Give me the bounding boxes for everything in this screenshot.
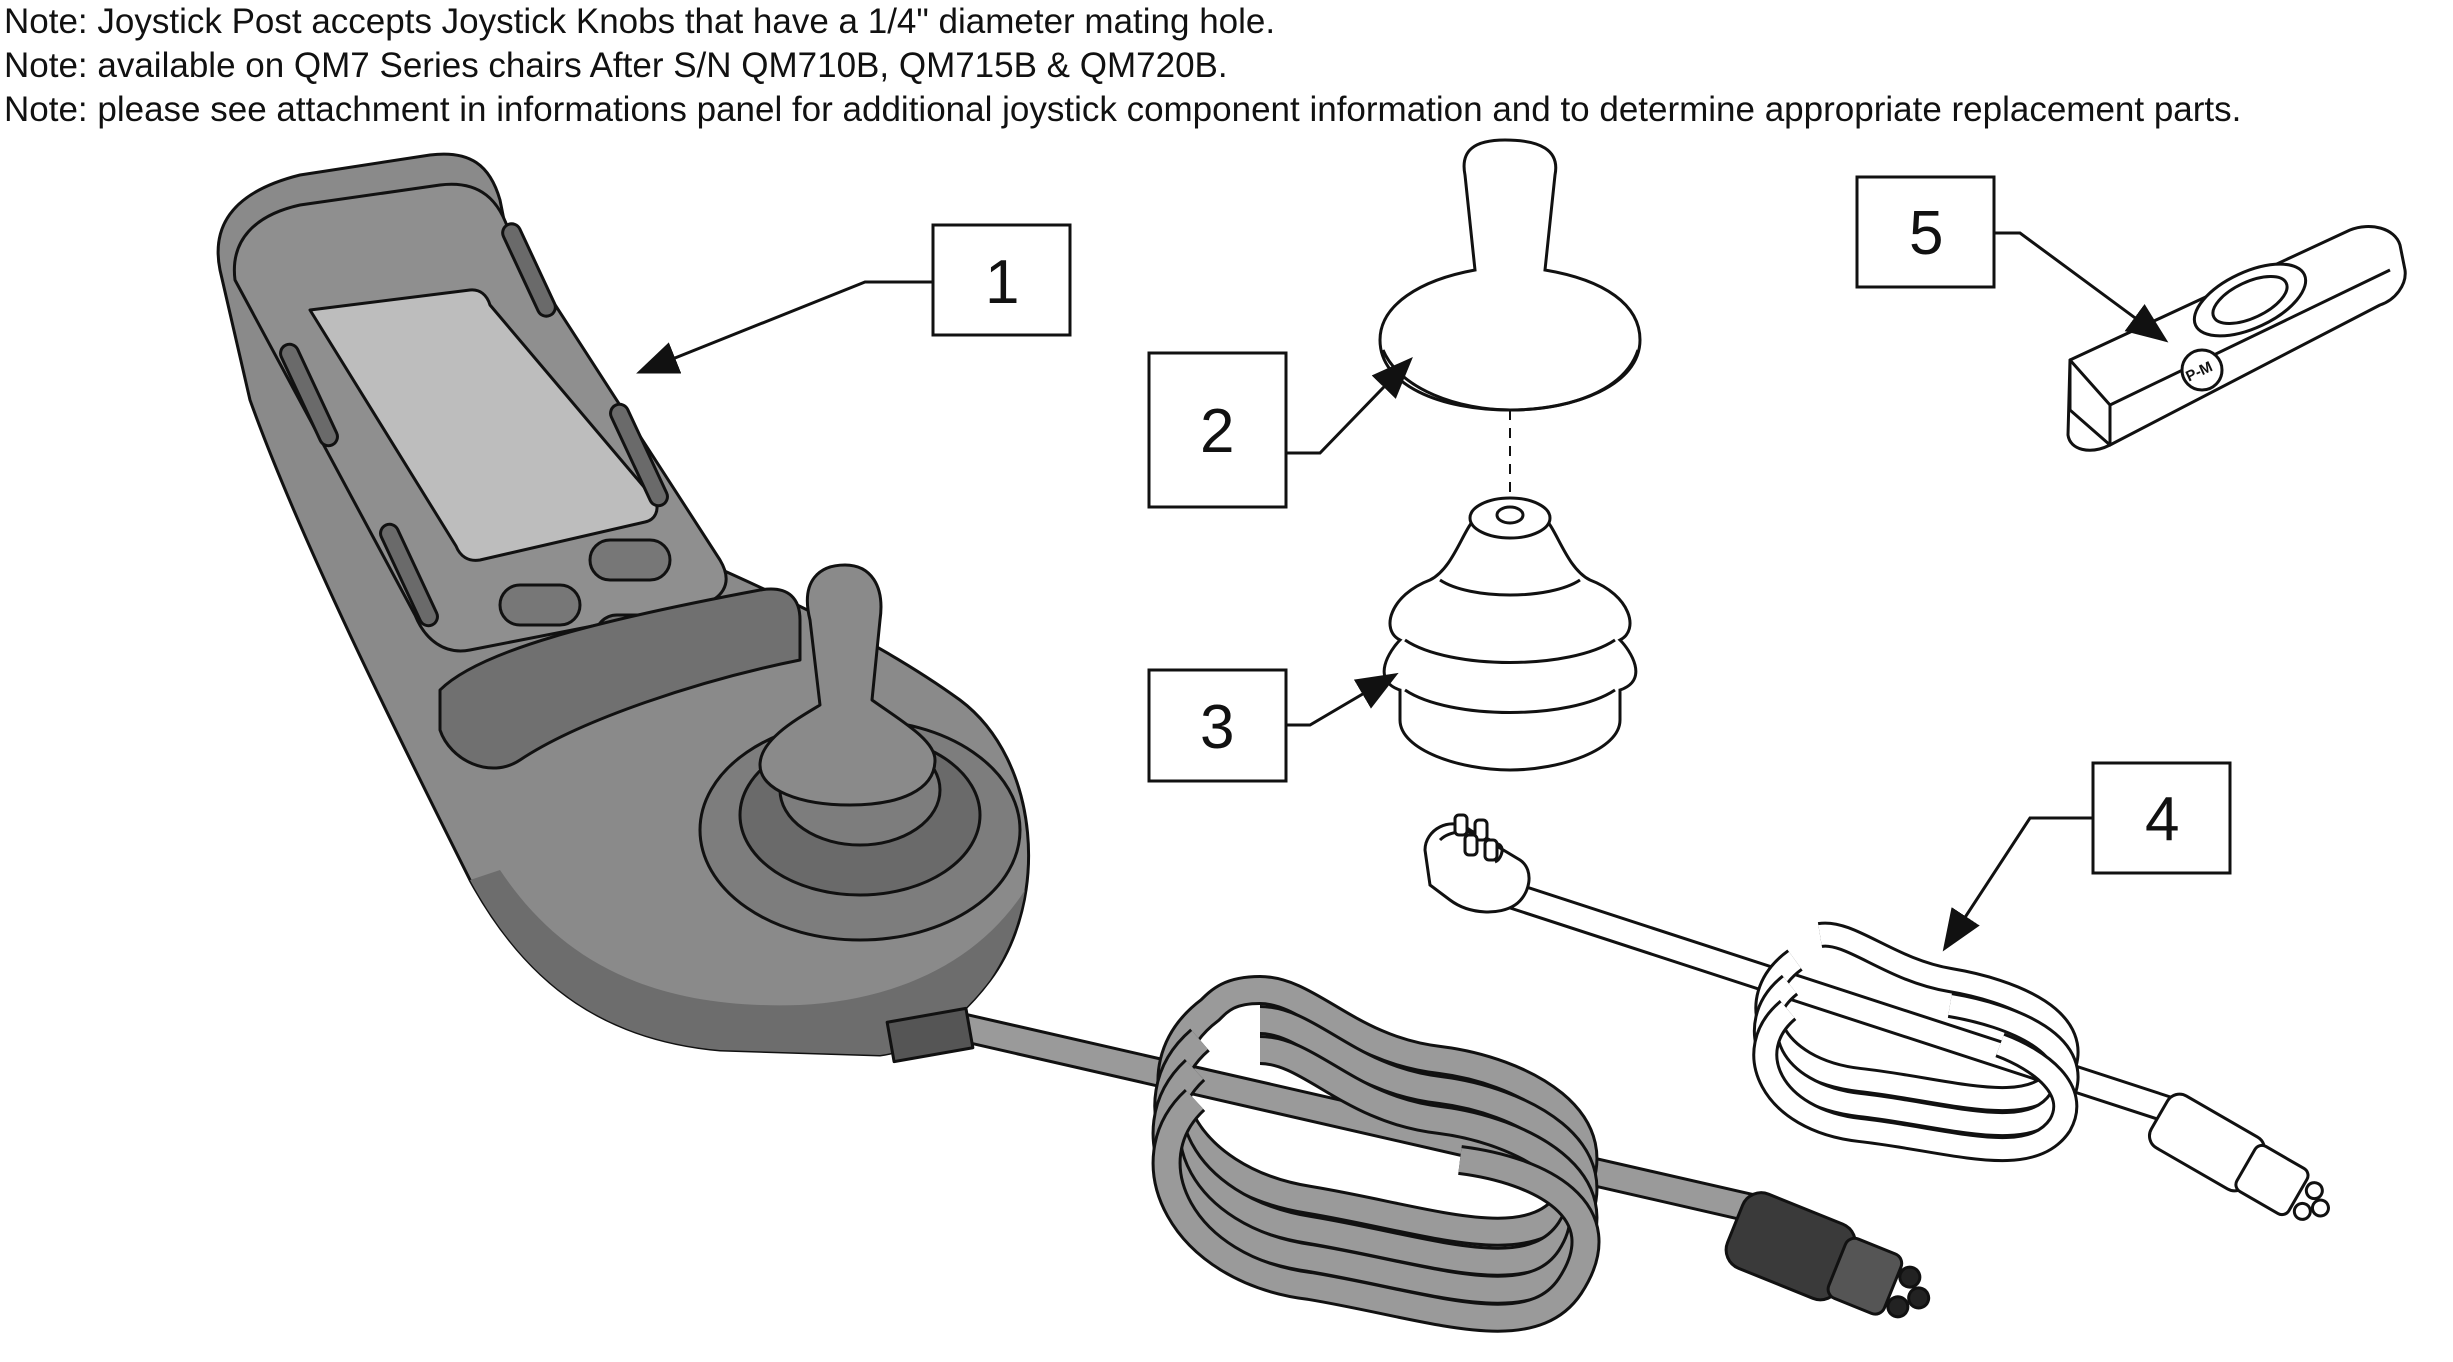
- callout-3: 3: [1147, 668, 1399, 783]
- extension-cable-right-angle-plug: [1423, 813, 1531, 914]
- callout-4-label: 4: [2145, 785, 2179, 854]
- note-attachment: Note: please see attachment in informati…: [4, 90, 2242, 129]
- callout-2: 2: [1147, 351, 1413, 509]
- controller-plug: [1724, 1191, 1931, 1319]
- note-knob-compatibility: Note: Joystick Post accepts Joystick Kno…: [4, 2, 1276, 41]
- callout-1-label: 1: [985, 248, 1019, 317]
- joystick-knob-part: [1378, 138, 1642, 412]
- extension-cable-part: [1466, 871, 2184, 1162]
- callout-2-label: 2: [1200, 397, 1234, 466]
- controller-cable-coil: [1151, 975, 1601, 1333]
- display-screen: [308, 288, 659, 562]
- extension-cable-end-plug: [2148, 1092, 2330, 1221]
- note-availability: Note: available on QM7 Series chairs Aft…: [4, 46, 1228, 85]
- callout-1: 1: [636, 223, 1072, 374]
- extension-cable-coil: [1752, 921, 2080, 1162]
- callout-5-label: 5: [1909, 199, 1943, 268]
- display-hinge: [438, 587, 802, 770]
- callout-3-label: 3: [1200, 693, 1234, 762]
- mode-switch-module-part: [2066, 225, 2407, 452]
- controller-button-right: [588, 538, 672, 582]
- controller-joystick-knob: [758, 563, 937, 807]
- joystick-controller: [216, 152, 1931, 1333]
- joystick-boot-part: [1382, 496, 1638, 772]
- callout-4: 4: [1942, 761, 2232, 952]
- callout-5: 5: [1855, 175, 2169, 343]
- controller-button-left: [498, 583, 582, 627]
